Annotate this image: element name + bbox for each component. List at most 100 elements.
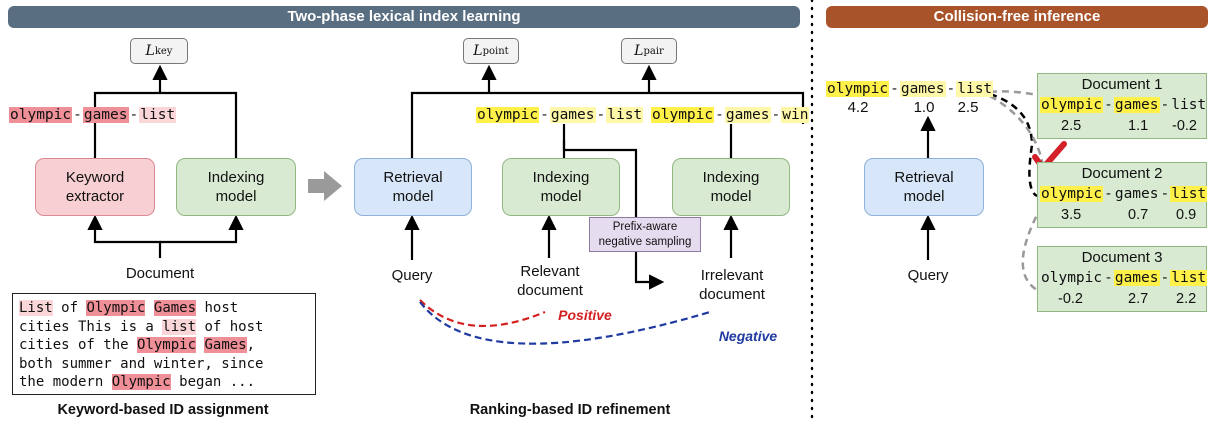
token-sep: - [1160,270,1170,286]
kw-text: host [196,300,239,316]
document-keyword-text: List of Olympic Games host cities This i… [12,293,316,395]
link-doc1 [989,90,1038,97]
retrieval-model-box: Retrieval model [354,158,472,216]
kw-olympic: Olympic [86,300,146,316]
line-retrieval-up [410,91,805,158]
query-label: Query [391,267,433,284]
token-sep: - [890,81,899,97]
token-olympic: olympic [476,107,540,123]
token-list: list [1170,186,1208,202]
query-inference-label: Query [907,267,949,284]
phase-arrow-icon [308,171,342,201]
document-card-1: Document 1 olympic-games-list 2.5 1.1 -0… [1037,73,1207,139]
keyword-id-tokens: olympic-games-list [9,106,177,124]
document-id-tokens: olympic-games-list [1040,96,1207,114]
token-list: list [1170,270,1208,286]
relevant-id-tokens: olympic-games-list [476,106,644,124]
token-sep: - [1104,97,1113,113]
kw-games: Games [153,300,197,316]
kw-text: cities This is a [19,318,163,335]
token-win: win [781,107,810,123]
kw-text: both summer and winter, since [19,355,264,372]
kw-games: Games [204,337,247,353]
document-score: 3.5 [1061,207,1082,223]
document-title: Document 2 [1081,165,1163,182]
phase-banner-inference: Collision-free inference [826,6,1208,28]
loss-pair-sub: pair [643,45,664,57]
query-id-tokens: olympic-games-list [826,80,994,98]
document-score: -0.2 [1058,291,1083,307]
document-score: 2.5 [1061,118,1082,134]
document-score: 0.9 [1176,207,1197,223]
document-score: 2.2 [1176,291,1197,307]
document-title: Document 1 [1081,76,1163,93]
document-score: 2.7 [1128,291,1149,307]
arrow-doc-to-indexing [160,214,244,244]
document-score: 1.1 [1128,118,1149,134]
document-id-tokens: olympic-games-list [1040,269,1208,287]
token-olympic: olympic [1040,97,1104,113]
relevant-document-label: Relevant document [517,263,583,299]
kw-text [145,300,153,316]
document-score: 0.7 [1128,207,1149,223]
document-title: Document 3 [1081,249,1163,266]
token-games: games [724,107,771,123]
caption-keyword-assignment: Keyword-based ID assignment [57,402,269,418]
negative-label: Negative [718,328,778,344]
document-card-2: Document 2 olympic-games-list 3.5 0.7 0.… [1037,162,1208,228]
token-olympic: olympic [826,81,890,97]
phase-banner-learning: Two-phase lexical index learning [8,6,800,28]
query-score-2: 1.0 [913,99,935,116]
token-games: games [899,81,946,97]
token-sep: - [715,107,724,123]
kw-olympic: Olympic [111,374,171,390]
token-olympic: olympic [1041,270,1103,286]
token-list: list [606,107,644,123]
loss-point-sub: point [482,45,509,57]
link-doc2 [989,92,1038,198]
caption-ranking-refinement: Ranking-based ID refinement [469,402,671,418]
keyword-extractor-box: Keyword extractor [35,158,155,216]
token-sep: - [1104,186,1113,202]
line-indexing-up [93,91,238,158]
negative-arc [419,301,711,345]
token-olympic: olympic [651,107,715,123]
kw-text: began ... [170,374,256,390]
token-sep: - [73,107,82,123]
token-sep: - [1104,270,1113,286]
arrow-prefix-sampling [562,140,665,290]
loss-key-symbol: L [145,43,155,59]
prefix-aware-sampling-note: Prefix-aware negative sampling [589,217,701,252]
document-card-3: Document 3 olympic-games-list -0.2 2.7 2… [1037,246,1208,312]
kw-text: , [246,337,256,353]
token-sep: - [1160,186,1170,202]
loss-point-symbol: L [473,43,483,59]
kw-list: List [19,300,53,316]
loss-key-sub: key [154,45,173,57]
document-label: Document [125,265,195,282]
kw-text: of host [196,318,264,335]
token-olympic: olympic [9,107,73,123]
document-score: -0.2 [1172,118,1197,134]
token-sep: - [946,81,956,97]
irrelevant-id-tokens: olympic-games-win [651,106,810,124]
token-sep: - [771,107,781,123]
token-sep: - [540,107,549,123]
kw-text: the modern [19,374,112,390]
arrow-doc-to-extractor [87,214,162,258]
indexing-model-box: Indexing model [176,158,296,216]
token-list: list [1171,97,1207,113]
token-sep: - [596,107,606,123]
token-list: list [956,81,994,97]
retrieval-model-inference-box: Retrieval model [864,158,984,216]
document-id-tokens: olympic-games-list [1040,185,1208,203]
token-sep: - [129,107,139,123]
query-score-3: 2.5 [957,99,979,116]
token-games: games [82,107,129,123]
token-olympic: olympic [1040,186,1104,202]
token-games: games [1113,270,1160,286]
kw-olympic: Olympic [137,337,197,353]
kw-text: of [52,300,87,316]
